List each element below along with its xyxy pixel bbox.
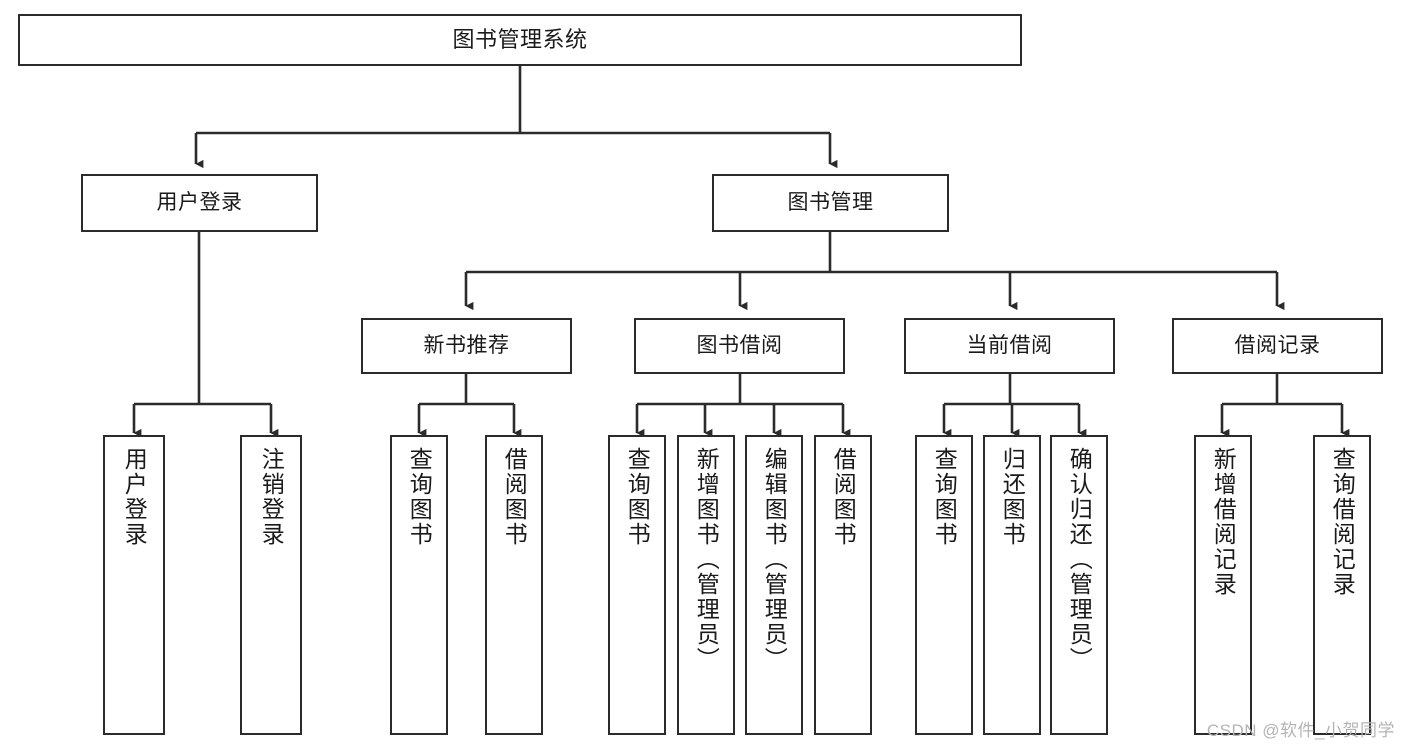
leaf-user-login-login[interactable]: 用户登录 — [103, 435, 165, 735]
leaf-user-login-login-label: 用户登录 — [121, 447, 148, 547]
leaf-current-confirm-return[interactable]: 确认归还（管理员） — [1050, 435, 1108, 735]
leaf-records-query-record[interactable]: 查询借阅记录 — [1313, 435, 1371, 735]
leaf-borrow-borrow-book-label: 借阅图书 — [830, 447, 857, 547]
leaf-new-book-query[interactable]: 查询图书 — [390, 435, 448, 735]
leaf-borrow-query-book-label: 查询图书 — [624, 447, 651, 547]
leaf-current-query-book[interactable]: 查询图书 — [915, 435, 973, 735]
node-user-login-label: 用户登录 — [156, 190, 243, 214]
node-current-borrow[interactable]: 当前借阅 — [904, 318, 1115, 374]
watermark: CSDN @软件_小贺同学 — [1206, 721, 1395, 740]
leaf-user-login-logout-label: 注销登录 — [258, 447, 285, 547]
node-new-book-recommend-label: 新书推荐 — [423, 333, 510, 357]
node-book-management-label: 图书管理 — [787, 190, 874, 214]
leaf-borrow-borrow-book[interactable]: 借阅图书 — [814, 435, 872, 735]
node-book-management[interactable]: 图书管理 — [712, 174, 949, 232]
leaf-records-add-record[interactable]: 新增借阅记录 — [1194, 435, 1252, 735]
leaf-records-add-record-label: 新增借阅记录 — [1210, 447, 1237, 597]
node-current-borrow-label: 当前借阅 — [966, 333, 1053, 357]
leaf-user-login-logout[interactable]: 注销登录 — [240, 435, 302, 735]
leaf-new-book-borrow[interactable]: 借阅图书 — [485, 435, 543, 735]
leaf-borrow-add-book[interactable]: 新增图书（管理员） — [677, 435, 735, 735]
node-book-borrow-label: 图书借阅 — [696, 333, 783, 357]
node-borrow-records-label: 借阅记录 — [1234, 333, 1321, 357]
leaf-borrow-query-book[interactable]: 查询图书 — [608, 435, 666, 735]
node-book-borrow[interactable]: 图书借阅 — [634, 318, 845, 374]
leaf-new-book-borrow-label: 借阅图书 — [501, 447, 528, 547]
leaf-current-return-book[interactable]: 归还图书 — [983, 435, 1041, 735]
node-borrow-records[interactable]: 借阅记录 — [1172, 318, 1383, 374]
leaf-borrow-edit-book[interactable]: 编辑图书（管理员） — [745, 435, 803, 735]
node-root-label: 图书管理系统 — [452, 27, 588, 53]
leaf-borrow-edit-book-label: 编辑图书（管理员） — [761, 447, 788, 672]
leaf-current-return-book-label: 归还图书 — [999, 447, 1026, 547]
node-user-login[interactable]: 用户登录 — [81, 174, 318, 232]
leaf-current-query-book-label: 查询图书 — [931, 447, 958, 547]
leaf-current-confirm-return-label: 确认归还（管理员） — [1066, 447, 1093, 672]
node-root[interactable]: 图书管理系统 — [18, 14, 1022, 66]
leaf-records-query-record-label: 查询借阅记录 — [1329, 447, 1356, 597]
leaf-new-book-query-label: 查询图书 — [406, 447, 433, 547]
node-new-book-recommend[interactable]: 新书推荐 — [361, 318, 572, 374]
leaf-borrow-add-book-label: 新增图书（管理员） — [693, 447, 720, 672]
